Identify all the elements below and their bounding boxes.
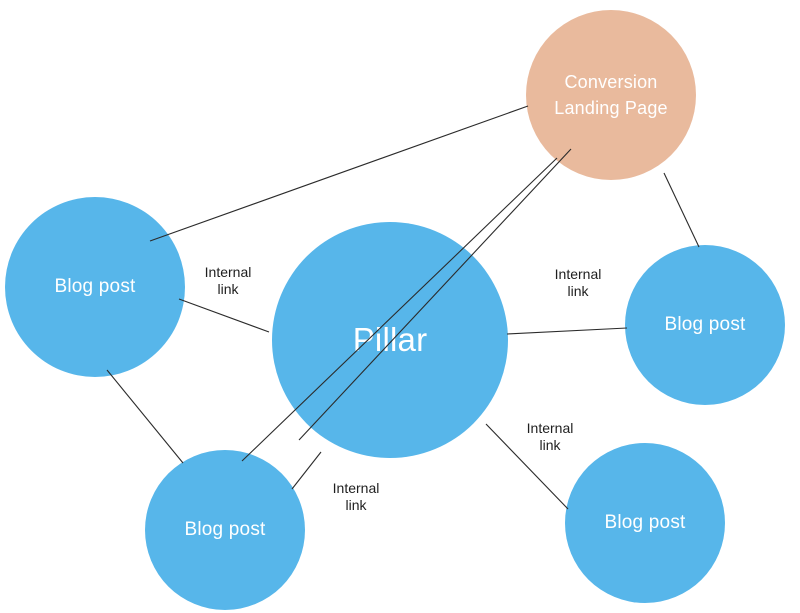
pillar-label: Pillar xyxy=(352,321,428,358)
edge-blogleft-conversion xyxy=(149,105,529,242)
blog-post-bottom-right-label: Blog post xyxy=(604,512,686,533)
edge-blogleft-blogbottomleft xyxy=(106,369,184,464)
node-pillar: Pillar xyxy=(272,222,508,458)
edge-label-internal-link-right: Internal link xyxy=(554,266,602,299)
edge-label-internal-link-bottom-center: Internal link xyxy=(332,480,380,513)
node-conversion-landing-page: Conversion Landing Page xyxy=(526,10,696,180)
node-blog-post-bottom-right: Blog post xyxy=(565,443,725,603)
edge-blogbottomleft-pillar xyxy=(291,451,322,490)
node-blog-post-bottom-left: Blog post xyxy=(145,450,305,610)
edge-conversion-blogright xyxy=(663,172,700,248)
node-blog-post-left: Blog post xyxy=(5,197,185,377)
node-blog-post-right: Blog post xyxy=(625,245,785,405)
edge-blogleft-pillar xyxy=(178,298,270,333)
edge-label-internal-link-bottom-right: Internal link xyxy=(526,420,574,453)
blog-post-right-label: Blog post xyxy=(664,314,746,335)
blog-post-left-label: Blog post xyxy=(54,276,136,297)
edge-label-internal-link-left: Internal link xyxy=(204,264,252,297)
conversion-landing-page-label: Conversion Landing Page xyxy=(554,71,668,118)
blog-post-bottom-left-label: Blog post xyxy=(184,519,266,540)
edge-pillar-blogright xyxy=(506,327,628,335)
